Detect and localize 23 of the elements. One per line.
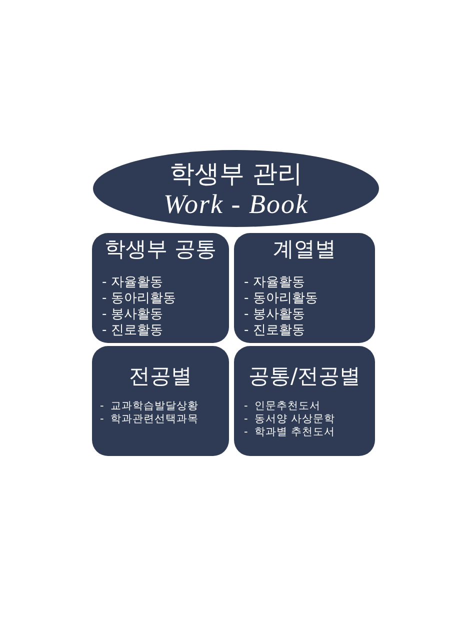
list-item: - 봉사활동 [102,307,164,323]
list-item: - 교과학습발달상황 [100,400,200,413]
title-text: 학생부 관리 [170,158,302,188]
list-item: - 학과별 추천도서 [244,426,336,439]
list-item: - 진로활동 [244,323,306,339]
card-heading: 전공별 [129,363,192,390]
list-item: - 자율활동 [102,275,164,291]
list-item: - 자율활동 [244,275,306,291]
list-item: - 동아리활동 [244,291,319,307]
list-item: - 봉사활동 [244,307,306,323]
list-item: - 동아리활동 [102,291,177,307]
list-item: - 학과관련선택과목 [100,413,200,426]
list-item: - 진로활동 [102,323,164,339]
category-card [234,233,375,343]
subtitle-text: Work - Book [164,188,308,218]
category-card [92,346,229,456]
card-heading: 공통/전공별 [248,363,361,390]
category-card [234,346,375,456]
card-heading: 계열별 [273,236,336,263]
card-heading: 학생부 공통 [104,236,216,263]
list-item: - 동서양 사상문학 [244,413,336,426]
list-item: - 인문추천도서 [244,400,322,413]
category-card [92,233,229,343]
